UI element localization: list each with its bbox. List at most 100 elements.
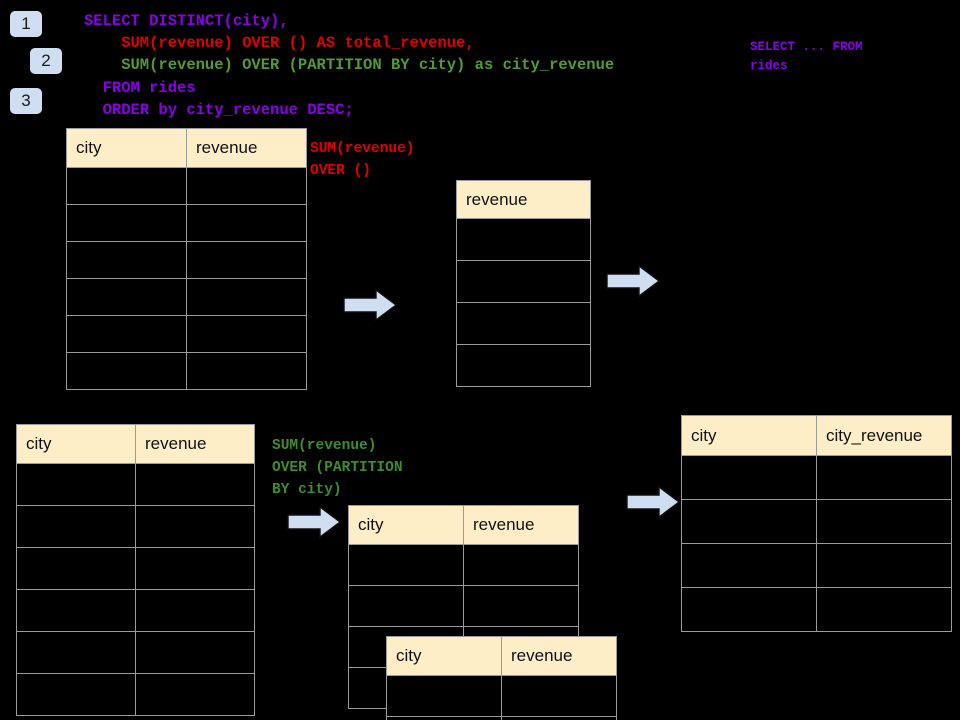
table-row bbox=[456, 344, 591, 387]
table-row bbox=[16, 589, 255, 632]
table-row bbox=[16, 673, 255, 716]
rides-source-table: city revenue bbox=[66, 128, 307, 390]
column-header-city: city bbox=[681, 415, 817, 456]
city-revenue-result-table: city city_revenue bbox=[681, 415, 952, 632]
cell-revenue bbox=[135, 673, 255, 716]
table-row bbox=[16, 505, 255, 548]
column-header-revenue: revenue bbox=[135, 424, 255, 464]
table-row bbox=[348, 585, 579, 627]
column-header-city: city bbox=[386, 636, 502, 676]
table-row bbox=[386, 716, 617, 720]
sql-line-sum-over-empty: SUM(revenue) OVER () AS total_revenue, bbox=[84, 34, 475, 52]
cell-revenue bbox=[186, 241, 307, 279]
cell-revenue bbox=[501, 675, 617, 717]
sql-line-select-distinct: SELECT DISTINCT(city), bbox=[84, 12, 289, 30]
table-header-row: city revenue bbox=[348, 505, 579, 545]
cell-revenue bbox=[456, 302, 591, 345]
cell-city bbox=[66, 167, 187, 205]
cell-city-revenue bbox=[816, 499, 952, 544]
cell-city bbox=[16, 547, 136, 590]
column-header-revenue: revenue bbox=[186, 128, 307, 168]
cell-revenue bbox=[186, 352, 307, 390]
arrow-source-to-partition bbox=[287, 505, 342, 539]
table-row bbox=[681, 455, 952, 500]
cell-city bbox=[16, 505, 136, 548]
table-row bbox=[66, 241, 307, 279]
table-row bbox=[681, 587, 952, 632]
cell-revenue bbox=[186, 315, 307, 353]
cell-revenue bbox=[186, 204, 307, 242]
cell-city bbox=[66, 315, 187, 353]
table-row bbox=[348, 544, 579, 586]
cell-city bbox=[386, 675, 502, 717]
table-row bbox=[66, 352, 307, 390]
column-header-city: city bbox=[348, 505, 464, 545]
table-row bbox=[16, 631, 255, 674]
cell-city bbox=[66, 241, 187, 279]
cell-revenue bbox=[135, 463, 255, 506]
cell-city bbox=[386, 716, 502, 720]
table-row bbox=[681, 543, 952, 588]
column-header-city: city bbox=[66, 128, 187, 168]
table-row bbox=[66, 204, 307, 242]
cell-city bbox=[681, 587, 817, 632]
table-row bbox=[16, 463, 255, 506]
sql-line-from: FROM rides bbox=[84, 79, 196, 97]
table-row bbox=[386, 675, 617, 717]
cell-city bbox=[681, 455, 817, 500]
cell-revenue bbox=[463, 585, 579, 627]
cell-revenue bbox=[135, 505, 255, 548]
partition-group-table-front: city revenue bbox=[386, 636, 617, 720]
cell-revenue bbox=[456, 218, 591, 261]
cell-city bbox=[348, 585, 464, 627]
arrow-total-to-result bbox=[606, 264, 661, 298]
cell-revenue bbox=[456, 260, 591, 303]
cell-city bbox=[66, 204, 187, 242]
column-header-revenue: revenue bbox=[501, 636, 617, 676]
table-header-row: city revenue bbox=[386, 636, 617, 676]
table-row bbox=[66, 315, 307, 353]
column-header-city-revenue: city_revenue bbox=[816, 415, 952, 456]
table-row bbox=[66, 167, 307, 205]
annotation-sum-over-empty: SUM(revenue) OVER () bbox=[310, 141, 415, 179]
sql-line-sum-over-partition: SUM(revenue) OVER (PARTITION BY city) as… bbox=[84, 56, 615, 74]
cell-city bbox=[66, 278, 187, 316]
table-row bbox=[16, 547, 255, 590]
total-revenue-table: revenue bbox=[456, 180, 591, 387]
cell-city bbox=[16, 673, 136, 716]
table-header-row: city revenue bbox=[16, 424, 255, 464]
arrow-partition-to-result bbox=[626, 485, 681, 519]
cell-revenue bbox=[186, 278, 307, 316]
cell-city-revenue bbox=[816, 455, 952, 500]
column-header-revenue: revenue bbox=[456, 180, 591, 219]
cell-revenue bbox=[135, 589, 255, 632]
table-row bbox=[681, 499, 952, 544]
cell-city bbox=[16, 589, 136, 632]
cell-city bbox=[681, 543, 817, 588]
cell-revenue bbox=[135, 547, 255, 590]
cell-city-revenue bbox=[816, 587, 952, 632]
step-badge-3[interactable]: 3 bbox=[10, 88, 42, 114]
table-header-row: city city_revenue bbox=[681, 415, 952, 456]
table-row bbox=[456, 260, 591, 303]
cell-revenue bbox=[186, 167, 307, 205]
cell-city bbox=[16, 463, 136, 506]
arrow-source-to-total bbox=[343, 288, 398, 322]
annotation-sum-over-partition: SUM(revenue) OVER (PARTITION BY city) bbox=[272, 438, 403, 498]
column-header-city: city bbox=[16, 424, 136, 464]
table-row bbox=[456, 218, 591, 261]
table-row bbox=[66, 278, 307, 316]
table-header-row: city revenue bbox=[66, 128, 307, 168]
step-badge-1[interactable]: 1 bbox=[10, 11, 42, 37]
cell-revenue bbox=[501, 716, 617, 720]
cell-city bbox=[681, 499, 817, 544]
rides-source-lower-table: city revenue bbox=[16, 424, 255, 716]
cell-revenue bbox=[135, 631, 255, 674]
annotation-select-from-rides: SELECT ... FROM rides bbox=[750, 40, 863, 73]
sql-line-order-by: ORDER by city_revenue DESC; bbox=[84, 101, 354, 119]
cell-revenue bbox=[463, 544, 579, 586]
column-header-revenue: revenue bbox=[463, 505, 579, 545]
table-header-row: revenue bbox=[456, 180, 591, 219]
step-badge-2[interactable]: 2 bbox=[30, 48, 62, 74]
